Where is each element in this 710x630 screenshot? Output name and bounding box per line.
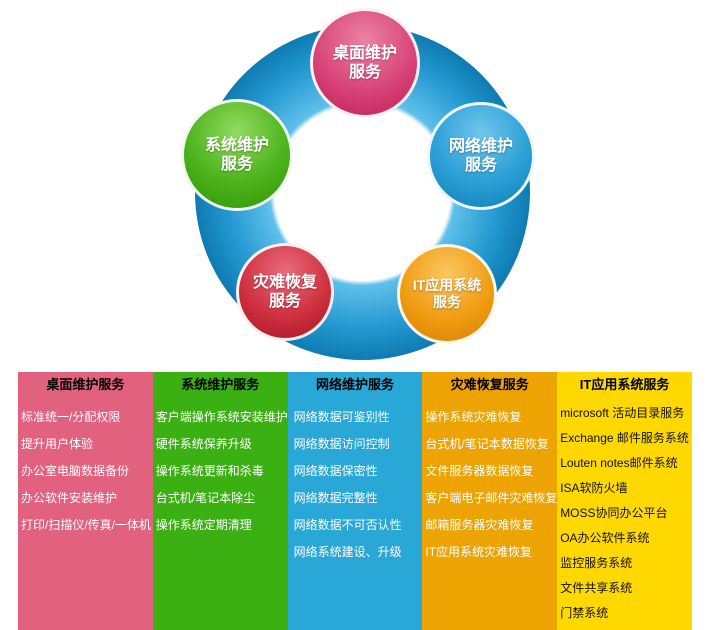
list-item: 操作系统更新和杀毒	[155, 464, 264, 478]
list-item: 提升用户体验	[21, 437, 94, 451]
list-item: 办公软件安装维护	[21, 491, 118, 505]
column-system-maintenance: 系统维护服务 客户端操作系统安装维护 硬件系统保养升级 操作系统更新和杀毒 台式…	[152, 372, 288, 630]
list-item: 监控服务系统	[560, 556, 633, 570]
list-item: 标准统一/分配权限	[21, 410, 121, 424]
list-item: Louten notes邮件系统	[560, 456, 678, 470]
column-header: 网络维护服务	[315, 377, 394, 392]
column-header: 桌面维护服务	[46, 377, 125, 392]
list-item: 网络数据不可否认性	[293, 518, 402, 532]
column-items: 操作系统灾难恢复 台式机/笔记本数据恢复 文件服务器数据恢复 客户端电子邮件灾难…	[422, 396, 557, 566]
service-details-table: 桌面维护服务 标准统一/分配权限 提升用户体验 办公室电脑数据备份 办公软件安装…	[18, 372, 692, 630]
column-desktop-maintenance: 桌面维护服务 标准统一/分配权限 提升用户体验 办公室电脑数据备份 办公软件安装…	[18, 372, 153, 630]
list-item: 网络数据保密性	[293, 464, 378, 478]
bubble-label: 灾难恢复 服务	[252, 273, 317, 310]
service-wheel-diagram: 桌面维护 服务 系统维护 服务 网络维护 服务 灾难恢复 服务 IT应用系统 服…	[181, 8, 535, 360]
column-header: IT应用系统服务	[579, 377, 670, 392]
bubble-desktop-maintenance: 桌面维护 服务	[310, 8, 420, 118]
list-item: 邮箱服务器灾难恢复	[425, 518, 534, 532]
column-items: microsoft 活动目录服务 Exchange 邮件服务系统 Louten …	[557, 396, 692, 626]
list-item: 办公室电脑数据备份	[21, 464, 130, 478]
bubble-system-maintenance: 系统维护 服务	[181, 99, 293, 211]
list-item: IT应用系统灾难恢复	[425, 545, 533, 559]
list-item: 客户端操作系统安装维护	[155, 410, 288, 424]
list-item: 门禁系统	[560, 606, 609, 620]
column-header: 灾难恢复服务	[450, 377, 529, 392]
list-item: 网络系统建设、升级	[293, 545, 402, 559]
column-it-application: IT应用系统服务 microsoft 活动目录服务 Exchange 邮件服务系…	[557, 372, 692, 630]
list-item: 硬件系统保养升级	[155, 437, 252, 451]
list-item: 操作系统灾难恢复	[425, 410, 522, 424]
bubble-disaster-recovery: 灾难恢复 服务	[236, 243, 334, 341]
list-item: 网络数据可鉴别性	[293, 410, 390, 424]
bubble-label: IT应用系统 服务	[412, 277, 482, 310]
list-item: 客户端电子邮件灾难恢复	[425, 491, 558, 505]
list-item: MOSS协同办公平台	[560, 506, 668, 520]
column-items: 网络数据可鉴别性 网络数据访问控制 网络数据保密性 网络数据完整性 网络数据不可…	[288, 396, 423, 566]
column-disaster-recovery: 灾难恢复服务 操作系统灾难恢复 台式机/笔记本数据恢复 文件服务器数据恢复 客户…	[422, 372, 558, 630]
list-item: 文件服务器数据恢复	[425, 464, 534, 478]
column-network-maintenance: 网络维护服务 网络数据可鉴别性 网络数据访问控制 网络数据保密性 网络数据完整性…	[287, 372, 423, 630]
column-items: 标准统一/分配权限 提升用户体验 办公室电脑数据备份 办公软件安装维护 打印/扫…	[18, 396, 153, 539]
bubble-label: 网络维护 服务	[448, 137, 513, 174]
bubble-it-application: IT应用系统 服务	[397, 244, 497, 344]
list-item: 台式机/笔记本数据恢复	[425, 437, 549, 451]
list-item: 文件共享系统	[560, 581, 633, 595]
list-item: 台式机/笔记本除尘	[155, 491, 256, 505]
column-header: 系统维护服务	[181, 377, 260, 392]
list-item: ISA软防火墙	[560, 481, 628, 495]
list-item: 网络数据完整性	[293, 491, 378, 505]
list-item: 网络数据访问控制	[293, 437, 390, 451]
list-item: OA办公软件系统	[560, 531, 650, 545]
bubble-label: 系统维护 服务	[204, 136, 269, 173]
column-items: 客户端操作系统安装维护 硬件系统保养升级 操作系统更新和杀毒 台式机/笔记本除尘…	[153, 396, 288, 539]
list-item: 打印/扫描仪/传真/一体机	[21, 518, 152, 532]
list-item: 操作系统定期清理	[155, 518, 252, 532]
bubble-label: 桌面维护 服务	[332, 44, 397, 81]
list-item: Exchange 邮件服务系统	[560, 431, 689, 445]
bubble-network-maintenance: 网络维护 服务	[427, 102, 535, 210]
list-item: microsoft 活动目录服务	[560, 406, 685, 420]
